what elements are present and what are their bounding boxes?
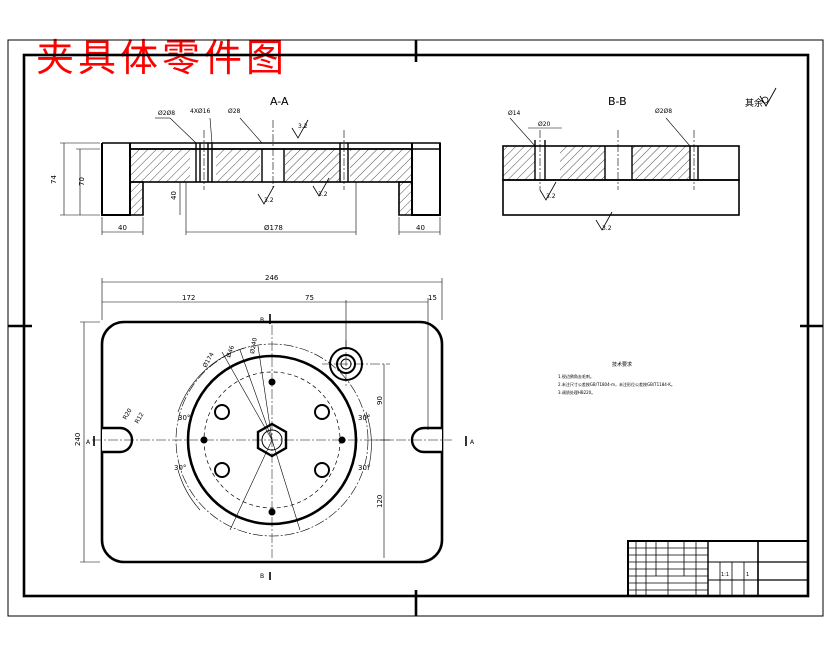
dim-aa-70: 70 <box>78 177 86 186</box>
dim-aa-d3: Ø28 <box>228 108 241 115</box>
rough-aa-1: 3.2 <box>298 123 308 130</box>
section-bb-label: B-B <box>608 95 627 108</box>
dim-bb-d2: Ø20 <box>538 121 551 128</box>
dim-aa-74: 74 <box>50 175 58 184</box>
tech-item-2: 2.未注尺寸公差按GB/T1804-m，未注形位公差按GB/T1184-K。 <box>558 381 675 387</box>
dim-plan-a4: 30° <box>358 464 370 472</box>
roughness-note: 其余 <box>745 97 763 109</box>
dim-plan-c2: Ø46 <box>225 345 236 359</box>
rough-bb-1: 3.2 <box>546 193 556 200</box>
mark-b-bottom: B <box>260 573 264 580</box>
dim-plan-r20: R20 <box>122 407 134 421</box>
title-block-sheet: 1 <box>746 572 749 578</box>
dim-plan-240: 240 <box>74 433 82 446</box>
plan-view: 246 172 75 15 240 90 120 R20 R12 30° 30°… <box>74 274 475 580</box>
dim-bb-d3: Ø2Ø8 <box>655 108 672 115</box>
mark-b-top: B <box>260 317 264 324</box>
dim-plan-172: 172 <box>182 294 195 302</box>
drawing-border <box>22 53 810 598</box>
dim-plan-15: 15 <box>428 294 437 302</box>
trim-frame <box>7 39 824 617</box>
centering-marks <box>8 40 823 616</box>
dim-plan-a3: 30° <box>174 464 186 472</box>
tech-requirements: 技术要求 1.锐边倒角去毛刺。 2.未注尺寸公差按GB/T1804-m，未注形位… <box>558 361 675 395</box>
dim-plan-75: 75 <box>305 294 314 302</box>
dim-aa-178: Ø178 <box>264 224 283 232</box>
dim-plan-a1: 30° <box>178 414 190 422</box>
dim-plan-r12: R12 <box>134 411 146 425</box>
dim-plan-246: 246 <box>265 274 279 282</box>
drawing-title: 夹具体零件图 <box>36 36 289 80</box>
dim-aa-40-step: 40 <box>170 191 178 200</box>
section-aa: A-A <box>50 95 441 235</box>
dim-aa-d2: 4XØ16 <box>190 108 210 115</box>
rough-bb-2: 3.2 <box>602 225 612 232</box>
dim-plan-c3: Ø240 <box>249 337 259 354</box>
section-bb: B-B Ø14 Ø20 Ø2Ø8 3.2 3.2 其余 <box>502 87 777 232</box>
rough-aa-2: 3.2 <box>264 197 274 204</box>
mark-a-left: A <box>86 439 91 446</box>
tech-item-3: 3.调质处理HB220。 <box>558 389 595 395</box>
title-block-scale: 1:1 <box>721 572 729 578</box>
section-aa-label: A-A <box>270 95 289 108</box>
dim-bb-d1: Ø14 <box>508 110 521 117</box>
dim-plan-120: 120 <box>376 495 384 508</box>
rough-aa-3: 3.2 <box>318 191 328 198</box>
title-block <box>627 540 809 597</box>
tech-item-1: 1.锐边倒角去毛刺。 <box>558 373 594 379</box>
dim-aa-40-right: 40 <box>416 224 425 232</box>
dim-plan-a2: 30° <box>358 414 370 422</box>
dim-plan-90: 90 <box>376 396 384 405</box>
tech-heading: 技术要求 <box>612 361 632 368</box>
dim-aa-40-left: 40 <box>118 224 127 232</box>
dim-plan-c1: Ø174 <box>202 351 216 369</box>
dim-aa-d1: Ø2Ø8 <box>158 110 175 117</box>
mark-a-right: A <box>470 439 475 446</box>
